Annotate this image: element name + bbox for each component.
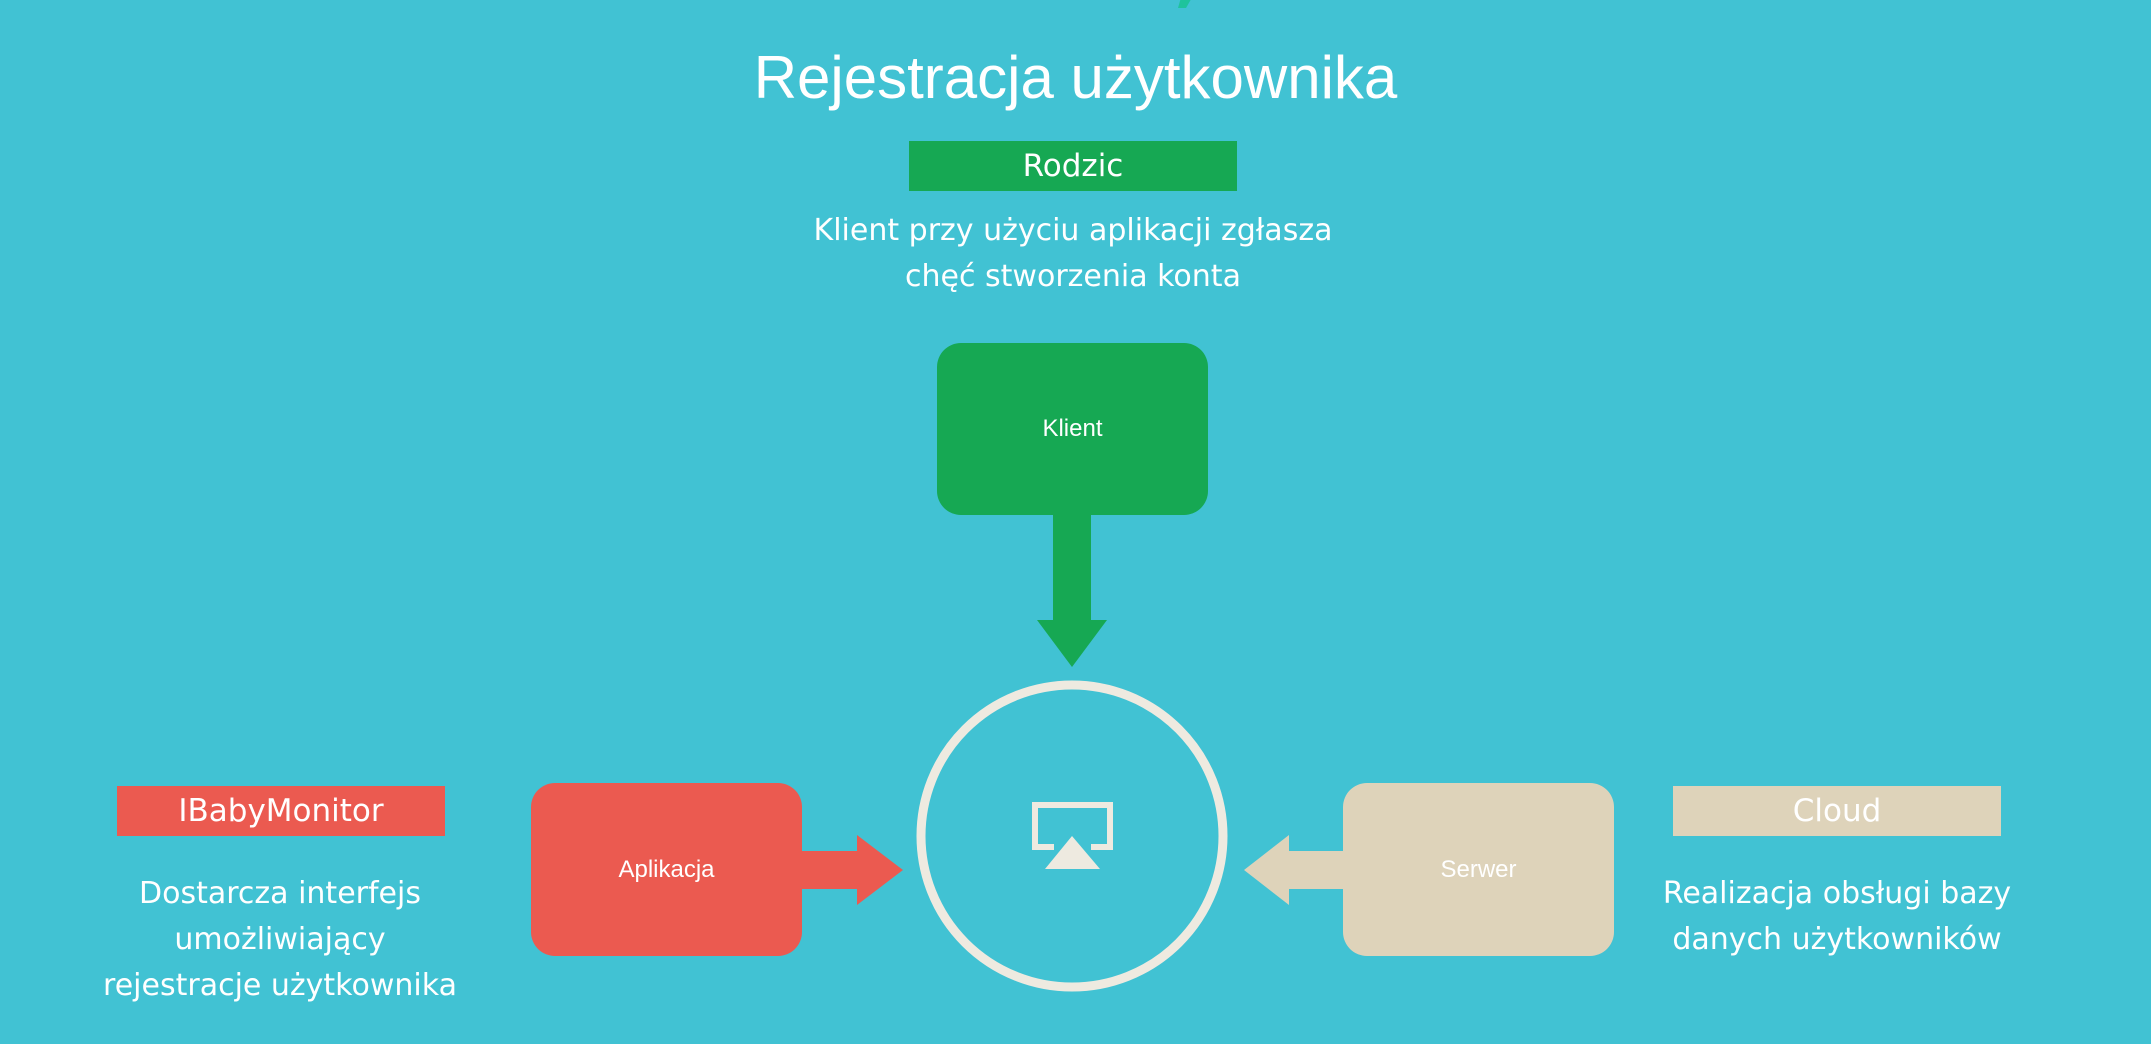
description-line: Dostarcza interfejs: [139, 876, 421, 911]
description-line: Realizacja obsługi bazy: [1662, 876, 2012, 911]
airplay-icon: [1032, 802, 1113, 869]
arrow-down: [1037, 512, 1107, 667]
description-line: umożliwiający: [174, 922, 386, 957]
page-title: Rejestracja użytkownika: [753, 44, 1398, 111]
arrow-left: [1244, 835, 1346, 905]
role-tag-cloud: Cloud: [1673, 786, 2001, 836]
role-description-rodzic: Klient przy użyciu aplikacji zgłasza chę…: [773, 208, 1373, 300]
central-hub-circle: [916, 680, 1228, 992]
role-description-cloud: Realizacja obsługi bazy danych użytkowni…: [1630, 871, 2044, 963]
description-line: Klient przy użyciu aplikacji zgłasza: [813, 213, 1333, 248]
node-klient: Klient: [937, 343, 1208, 515]
role-tag-rodzic: Rodzic: [909, 141, 1237, 191]
description-line: chęć stworzenia konta: [905, 259, 1241, 294]
arrow-right: [800, 835, 903, 905]
node-serwer: Serwer: [1343, 783, 1614, 956]
description-line: danych użytkowników: [1672, 922, 2002, 957]
node-aplikacja: Aplikacja: [531, 783, 802, 956]
decorative-accent-mark: [1178, 0, 1191, 8]
description-line: rejestracje użytkownika: [103, 968, 457, 1003]
role-description-ibabymonitor: Dostarcza interfejs umożliwiający rejest…: [60, 871, 500, 1009]
role-tag-ibabymonitor: IBabyMonitor: [117, 786, 445, 836]
